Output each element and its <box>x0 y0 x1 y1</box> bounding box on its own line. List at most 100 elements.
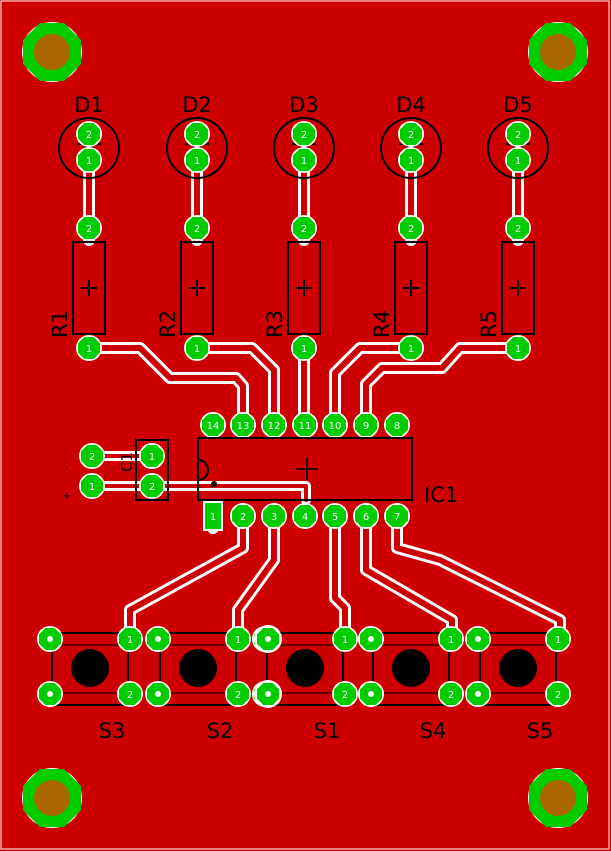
resistor-r4-pad-1-number: 1 <box>408 344 414 355</box>
switch-s3-pad-a <box>37 626 63 652</box>
resistor-r5-pad-1-copper <box>507 337 529 359</box>
ic1-pin-2-copper <box>232 505 254 527</box>
resistor-r2-pad-1: 1 <box>184 335 210 361</box>
switch-outline <box>372 632 450 706</box>
switch-s1-pad-1-copper <box>334 628 356 650</box>
c1-footprint: C1 <box>118 439 169 501</box>
resistor-r3-pad-2-number: 2 <box>301 224 307 235</box>
ic1-pin-1: 1 <box>203 501 223 531</box>
c1-pad-aux-1: 1 <box>79 473 105 499</box>
switch-s2-pad-b <box>145 681 171 707</box>
ic1-pin-1-number: 1 <box>210 512 216 523</box>
ic1-outline <box>197 437 413 501</box>
ic1-pin-3: 3 <box>261 503 287 529</box>
switch-button <box>499 649 537 687</box>
ic1-pin-3-copper <box>263 505 285 527</box>
switch-s5-pad-b-drill <box>475 691 481 697</box>
ic1-pin-9-number: 9 <box>363 421 369 432</box>
ic1-pin-6-copper <box>355 505 377 527</box>
switch-s2-pad-1: 1 <box>225 626 251 652</box>
junction-pad-bottom-copper <box>255 681 281 707</box>
switch-label-s1: S1 <box>314 719 341 743</box>
ic1-pin-12-copper <box>263 414 285 436</box>
resistor-r2-pad-2-number: 2 <box>194 224 200 235</box>
switch-s1-pad-1-number: 1 <box>342 635 348 646</box>
mounting-hole-top-left <box>22 22 82 82</box>
ic1-footprint: IC1 <box>197 437 458 507</box>
switch-s3-pad-2: 2 <box>117 681 143 707</box>
switch-s3-pad-2-number: 2 <box>127 690 133 701</box>
ic1-pin-5-number: 5 <box>332 512 338 523</box>
ic1-pin-5-copper <box>324 505 346 527</box>
led-d1-pad-2-copper <box>78 123 100 145</box>
switch-button <box>392 649 430 687</box>
trace-ic7-s5-inner <box>394 513 563 641</box>
ic1-pin-11-number: 11 <box>299 421 312 432</box>
mounting-hole-bottom-right <box>528 768 588 828</box>
switch-button <box>286 649 324 687</box>
mounting-hole-bottom-left <box>22 768 82 828</box>
c1-pad-aux-1-copper <box>81 475 103 497</box>
ic1-pin-4-number: 4 <box>302 512 308 523</box>
ic1-pin-14-number: 14 <box>207 421 220 432</box>
led-body-outline <box>166 117 228 179</box>
switch-s2-pad-2-number: 2 <box>235 690 241 701</box>
switch-s5-pad-1-copper <box>547 628 569 650</box>
c1-pad-aux-2: 2 <box>79 443 105 469</box>
switch-outline <box>479 632 557 706</box>
resistor-r2-pad-2: 2 <box>184 215 210 241</box>
ic1-pin-7-number: 7 <box>394 512 400 523</box>
trace-r5-ic-inner <box>363 345 521 428</box>
resistor-r3-pad-1-number: 1 <box>301 344 307 355</box>
resistor-r1-pad-1-copper <box>78 337 100 359</box>
led-d3-pad-1-copper <box>293 149 315 171</box>
ic1-pin-12: 12 <box>261 412 287 438</box>
switch-s2-pad-2: 2 <box>225 681 251 707</box>
led-d2-pad-2-number: 2 <box>194 130 200 141</box>
switch-s1-pad-1: 1 <box>332 626 358 652</box>
led-d1-pad-2: 2 <box>76 121 102 147</box>
c1-pad-2-copper <box>141 475 163 497</box>
resistor-r2-pad-2-copper <box>186 217 208 239</box>
trace-ic5-s1-inner <box>332 513 348 641</box>
resistor-r3-pad-1-copper <box>293 337 315 359</box>
ic1-pin-13: 13 <box>230 412 256 438</box>
ic1-pin-3-number: 3 <box>271 512 277 523</box>
c1-outline <box>135 439 169 501</box>
switch-s4-pad-1-copper <box>440 628 462 650</box>
ic1-pin-14: 14 <box>200 412 226 438</box>
switch-s3-pad-1-copper <box>119 628 141 650</box>
ic1-pin-2: 2 <box>230 503 256 529</box>
switch-s1-pad-2-copper <box>334 683 356 705</box>
trace-r4-ic-inner <box>332 345 414 428</box>
switch-s5-pad-a-drill <box>475 636 481 642</box>
ic1-pin-14-copper <box>202 414 224 436</box>
led-label-d4: D4 <box>396 93 426 117</box>
trace-r2-ic-inner <box>194 345 277 428</box>
led-d1-pad-1-copper <box>78 149 100 171</box>
led-body-outline <box>58 117 120 179</box>
components: D121D221D321D421D52121R121R221R321R421R5… <box>37 93 571 743</box>
led-d3-pad-1: 1 <box>291 147 317 173</box>
ic1-pin-8-number: 8 <box>394 421 400 432</box>
resistor-body-outline <box>72 241 106 335</box>
switch-s5-pad-2: 2 <box>545 681 571 707</box>
led-d5-pad-1-number: 1 <box>515 156 521 167</box>
led-d3-pad-2-number: 2 <box>301 130 307 141</box>
ic1-pin-11-copper <box>294 414 316 436</box>
switch-outline <box>51 632 129 706</box>
resistor-r1-pad-2-number: 2 <box>86 224 92 235</box>
mounting-hole-top-right <box>528 22 588 82</box>
led-label-d2: D2 <box>182 93 212 117</box>
switch-s2-pad-a <box>145 626 171 652</box>
switch-s5-pad-2-number: 2 <box>555 690 561 701</box>
ic1-pin-6: 6 <box>353 503 379 529</box>
resistor-label-r4: R4 <box>370 310 394 338</box>
switch-button <box>179 649 217 687</box>
